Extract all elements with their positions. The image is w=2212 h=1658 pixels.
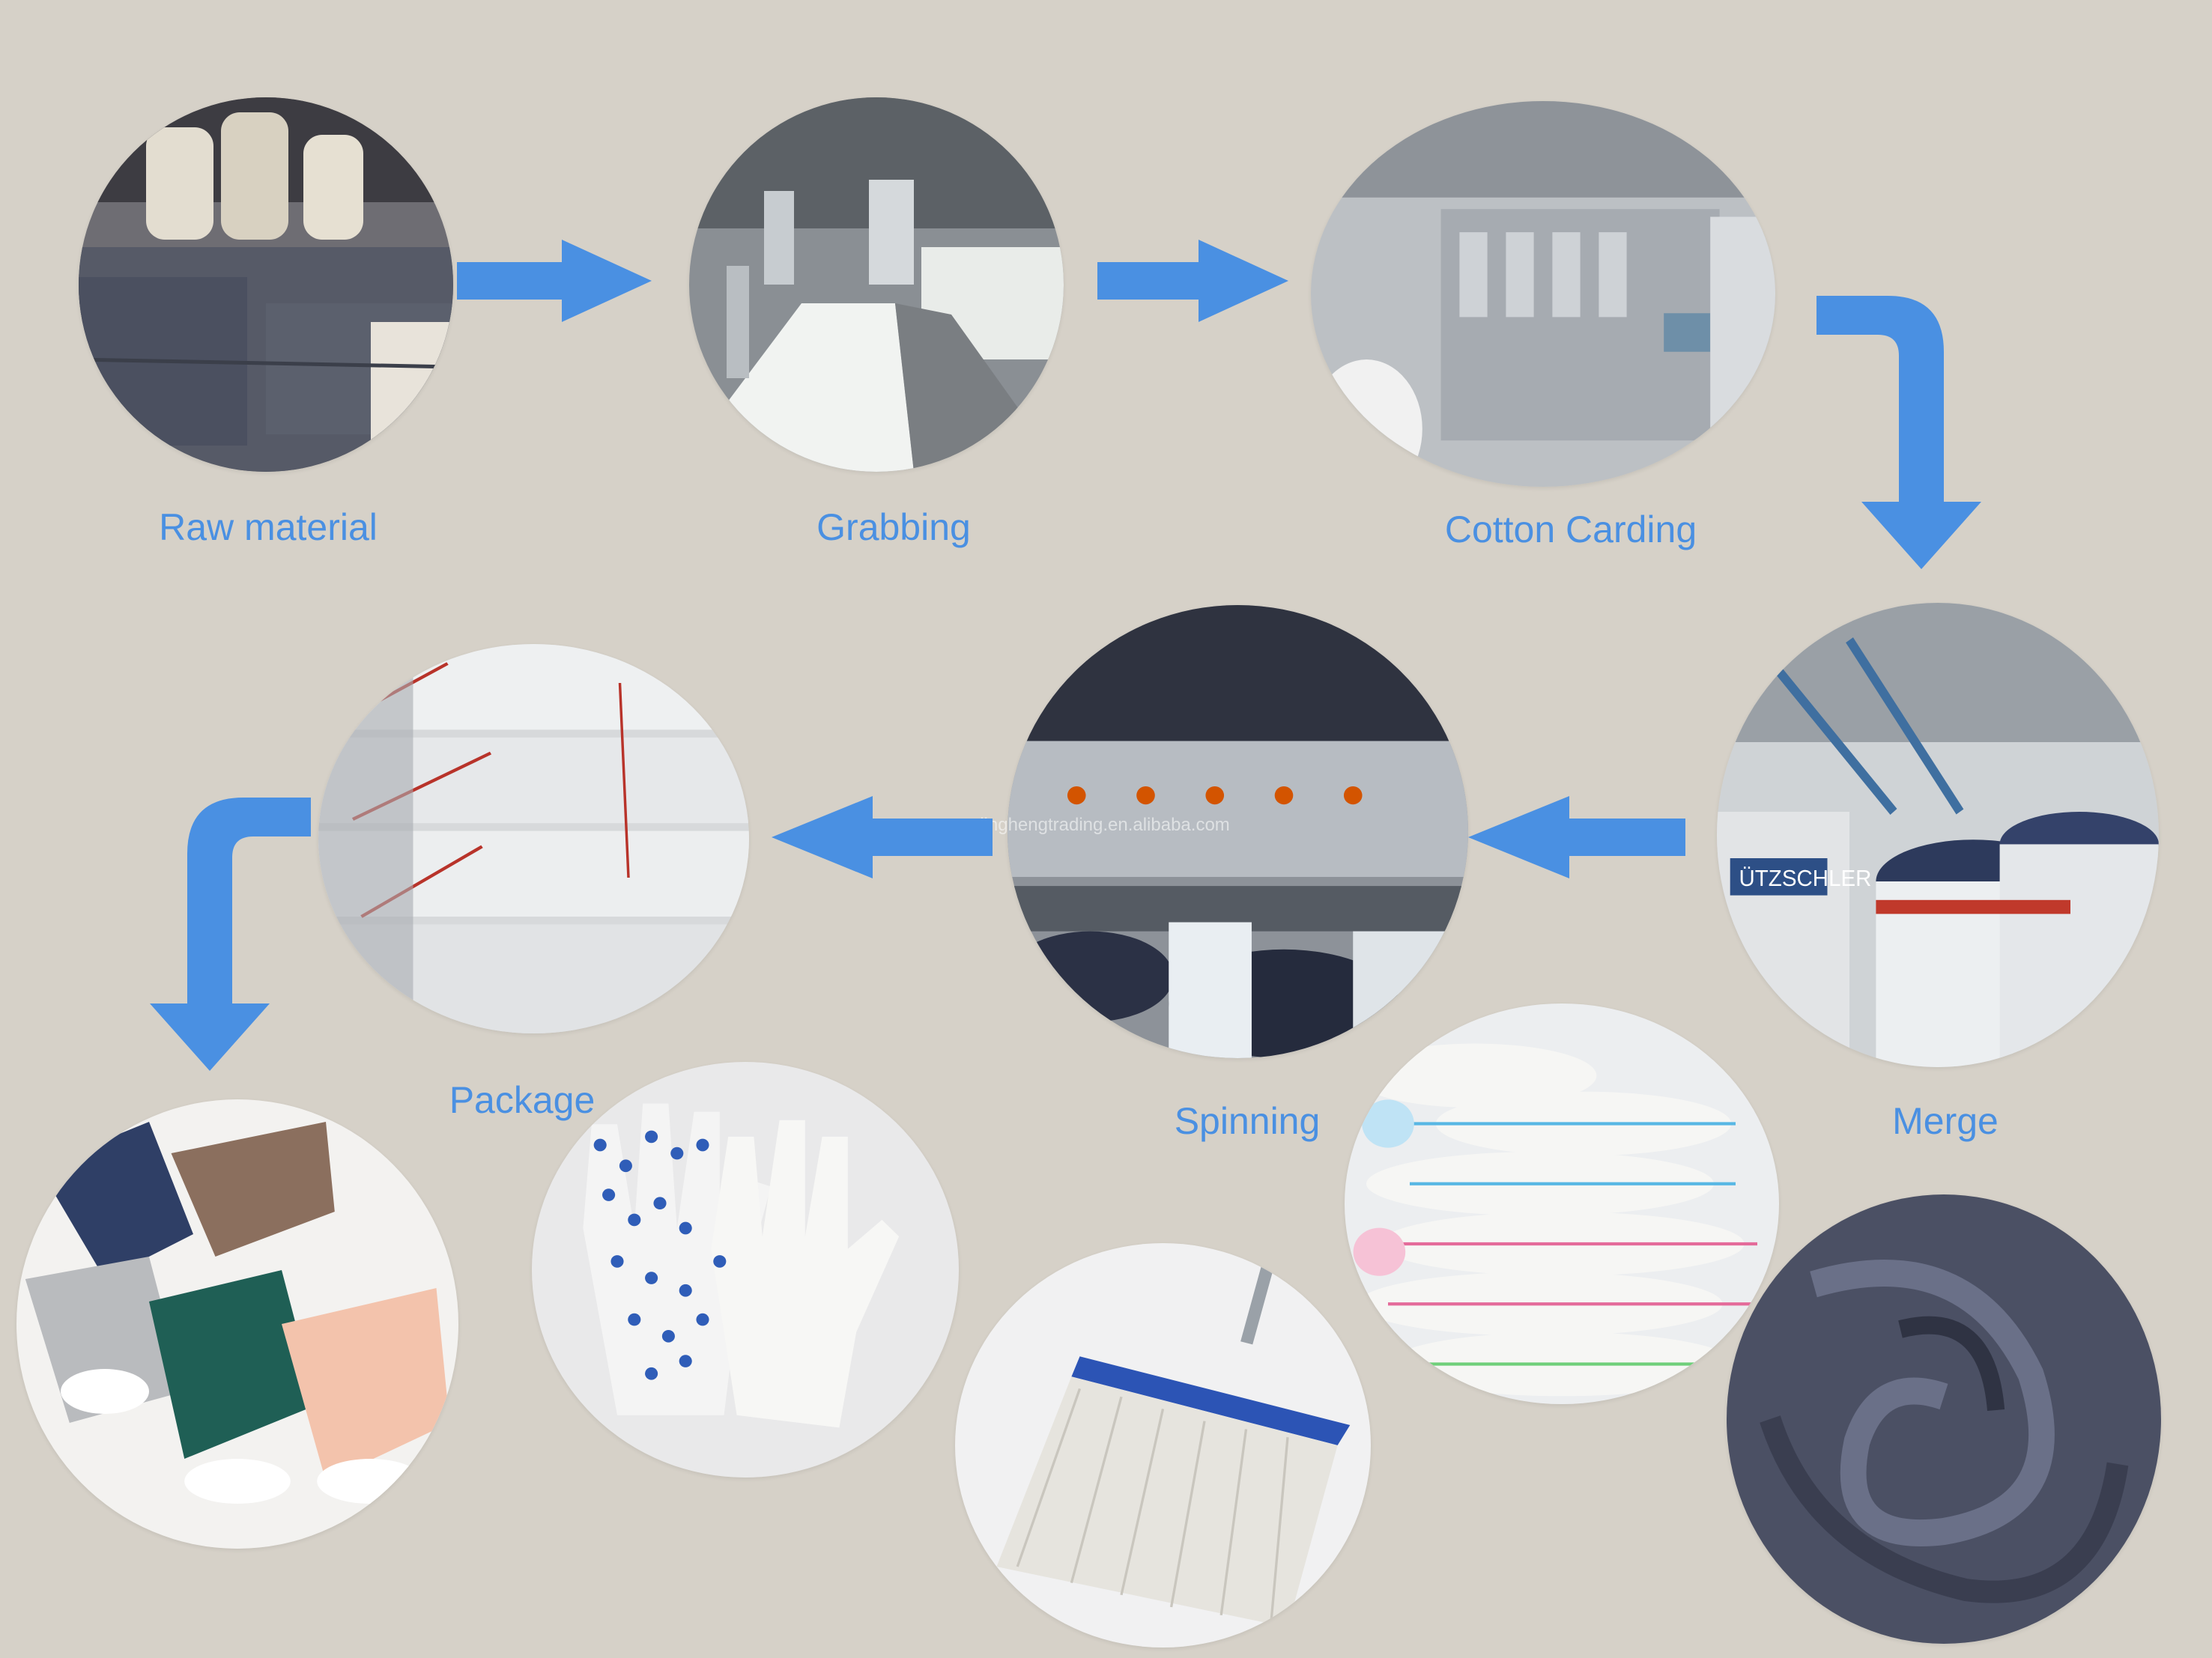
step-label-cotton-carding: Cotton Carding [1445, 508, 1697, 551]
arrow-spinning-to-package [772, 796, 993, 878]
step-label-package: Package [449, 1078, 596, 1122]
arrow-carding-to-merge [1816, 296, 1985, 573]
package-photo [318, 644, 749, 1033]
mop-product-photo [955, 1243, 1371, 1648]
arrow-package-to-products [146, 798, 315, 1075]
step-label-grabbing: Grabbing [816, 505, 971, 549]
step-label-merge: Merge [1892, 1099, 1999, 1143]
arrow-merge-to-spinning [1468, 796, 1685, 878]
fabric-product-photo [1727, 1194, 2161, 1644]
merge-photo: ÜTZSCHLER [1717, 603, 2159, 1067]
raw-material-photo [79, 97, 453, 472]
step-label-raw-material: Raw material [159, 505, 378, 549]
step-label-spinning: Spinning [1175, 1099, 1321, 1143]
gloves-product-photo [532, 1062, 959, 1478]
arrow-raw-to-grabbing [457, 240, 659, 322]
towels-product-photo [1345, 1003, 1779, 1404]
arrow-grabbing-to-carding [1097, 240, 1296, 322]
socks-product-photo [16, 1099, 458, 1549]
watermark-text: linghengtrading.en.alibaba.com [980, 815, 1230, 836]
grabbing-photo [689, 97, 1064, 472]
machine-brand-text: ÜTZSCHLER [1739, 866, 1872, 892]
cotton-carding-photo [1311, 101, 1775, 487]
